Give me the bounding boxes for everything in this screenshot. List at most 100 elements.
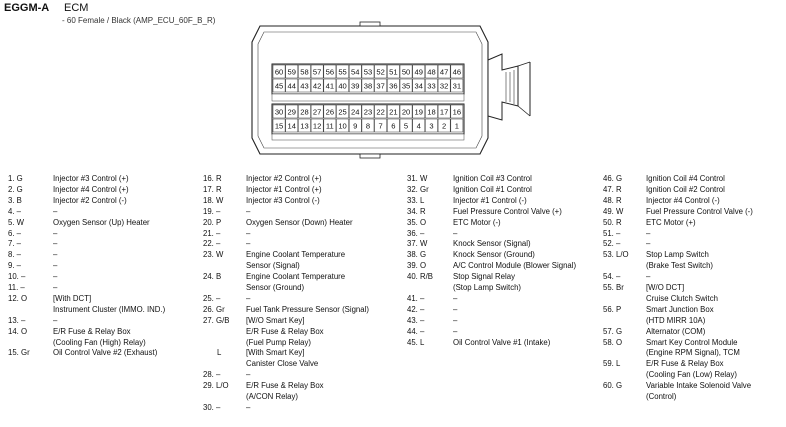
pin-cell — [310, 118, 324, 133]
pin-cell — [387, 78, 400, 93]
pin-number: 24 — [351, 108, 359, 117]
pin-id: 58. O — [603, 337, 623, 347]
pin-id: 52. – — [603, 239, 621, 249]
pin-description: Oxygen Sensor (Down) Heater — [246, 217, 353, 227]
pin-cell — [323, 104, 337, 119]
pin-description: – — [246, 239, 251, 249]
pin-description: Injector #4 Control (+) — [53, 184, 129, 194]
pin-id: 31. W — [407, 174, 428, 183]
pin-number: 32 — [440, 82, 448, 91]
pin-number: 21 — [389, 108, 397, 117]
pin-id: 55. Br — [603, 283, 624, 292]
pin-description: Ignition Coil #1 Control — [453, 184, 532, 194]
pin-cell — [437, 104, 451, 119]
pin-number: 8 — [366, 122, 370, 131]
pin-number: 27 — [313, 108, 321, 117]
pin-cell — [298, 118, 311, 133]
pin-cell — [437, 118, 451, 133]
pin-description: – — [246, 293, 251, 303]
pin-cell — [399, 64, 413, 79]
pin-description: – — [53, 228, 58, 238]
pin-id: 26. Gr — [203, 304, 225, 314]
pin-description: Injector #4 Control (-) — [646, 195, 720, 205]
pin-id: 54. – — [603, 272, 621, 282]
pin-cell — [412, 78, 426, 93]
pin-number: 50 — [402, 68, 410, 77]
pin-cell — [450, 104, 464, 119]
pin-number: 28 — [300, 108, 308, 117]
pin-number: 60 — [275, 68, 283, 77]
pin-number: 14 — [288, 122, 296, 131]
pin-number: 2 — [442, 122, 446, 131]
pin-id: 59. L — [603, 359, 621, 369]
pin-number: 16 — [453, 108, 461, 117]
pin-cell — [285, 64, 299, 79]
pin-description: [With Smart Key]Canister Close Valve — [246, 348, 319, 369]
pin-description: Fuel Tank Pressure Sensor (Signal) — [246, 304, 369, 314]
pin-id: 9. – — [8, 261, 22, 271]
pin-number: 10 — [338, 122, 346, 131]
pin-cell — [374, 78, 387, 93]
pin-description: [With DCT]Instrument Cluster (IMMO. IND.… — [53, 293, 166, 314]
pin-id: 7. – — [8, 239, 22, 249]
pin-description: [W/O DCT]Cruise Clutch Switch — [646, 283, 718, 303]
pin-cell — [361, 64, 375, 79]
pin-cell — [412, 118, 426, 133]
pin-id: 39. O — [407, 261, 427, 271]
pin-number: 33 — [427, 82, 435, 91]
pin-id: 27. G/B — [203, 315, 230, 325]
pin-number: 17 — [440, 108, 448, 117]
pin-cell — [412, 64, 426, 79]
pin-cell — [348, 104, 362, 119]
pin-description: [W/O Smart Key]E/R Fuse & Relay Box(Fuel… — [246, 315, 324, 347]
pin-description: Stop Signal Relay(Stop Lamp Switch) — [453, 272, 522, 292]
pin-cell — [336, 64, 349, 79]
pin-cell — [285, 118, 299, 133]
pin-id: 47. R — [603, 184, 622, 194]
pin-id: 29. L/O — [203, 381, 229, 391]
pin-description: Oil Control Valve #2 (Exhaust) — [53, 348, 158, 358]
pin-cell — [374, 104, 387, 119]
pin-id: 21. – — [203, 228, 221, 238]
pin-number: 15 — [275, 122, 283, 131]
pin-id: 45. L — [407, 337, 425, 347]
pin-description: – — [646, 228, 651, 238]
pin-description: ETC Motor (+) — [646, 217, 696, 227]
pin-number: 6 — [391, 122, 395, 131]
pin-cell — [399, 78, 413, 93]
pin-description: – — [53, 250, 58, 260]
pin-number: 37 — [376, 82, 384, 91]
pin-id: 16. R — [203, 174, 222, 183]
pin-description: Injector #1 Control (+) — [246, 184, 322, 194]
pin-description: – — [246, 206, 251, 216]
pin-number: 3 — [429, 122, 433, 131]
pin-cell — [425, 118, 438, 133]
connector-name: ECM — [64, 2, 89, 14]
pin-cell — [336, 118, 349, 133]
pin-number: 35 — [402, 82, 410, 91]
pin-description: – — [646, 239, 651, 249]
pin-id: 1. G — [8, 174, 23, 183]
pin-description: – — [453, 304, 458, 314]
pin-id: 46. G — [603, 174, 623, 183]
pin-cell — [336, 104, 349, 119]
pin-number: 59 — [288, 68, 296, 77]
pin-id: 5. W — [8, 217, 25, 227]
pin-cell — [387, 118, 400, 133]
pin-description: Fuel Pressure Control Valve (+) — [453, 206, 562, 216]
pin-cell — [348, 64, 362, 79]
pin-cell — [399, 118, 413, 133]
pin-cell — [272, 78, 286, 93]
pin-cell — [425, 64, 438, 79]
pin-number: 34 — [415, 82, 423, 91]
pin-description: E/R Fuse & Relay Box(Cooling Fan (Low) R… — [646, 359, 737, 380]
pin-description: Injector #2 Control (-) — [53, 195, 127, 205]
pin-number: 56 — [326, 68, 334, 77]
pin-id: 60. G — [603, 381, 623, 391]
pin-number: 51 — [389, 68, 397, 77]
pin-number: 36 — [389, 82, 397, 91]
pin-number: 40 — [338, 82, 346, 91]
pin-cell — [285, 78, 299, 93]
pin-cell — [310, 64, 324, 79]
